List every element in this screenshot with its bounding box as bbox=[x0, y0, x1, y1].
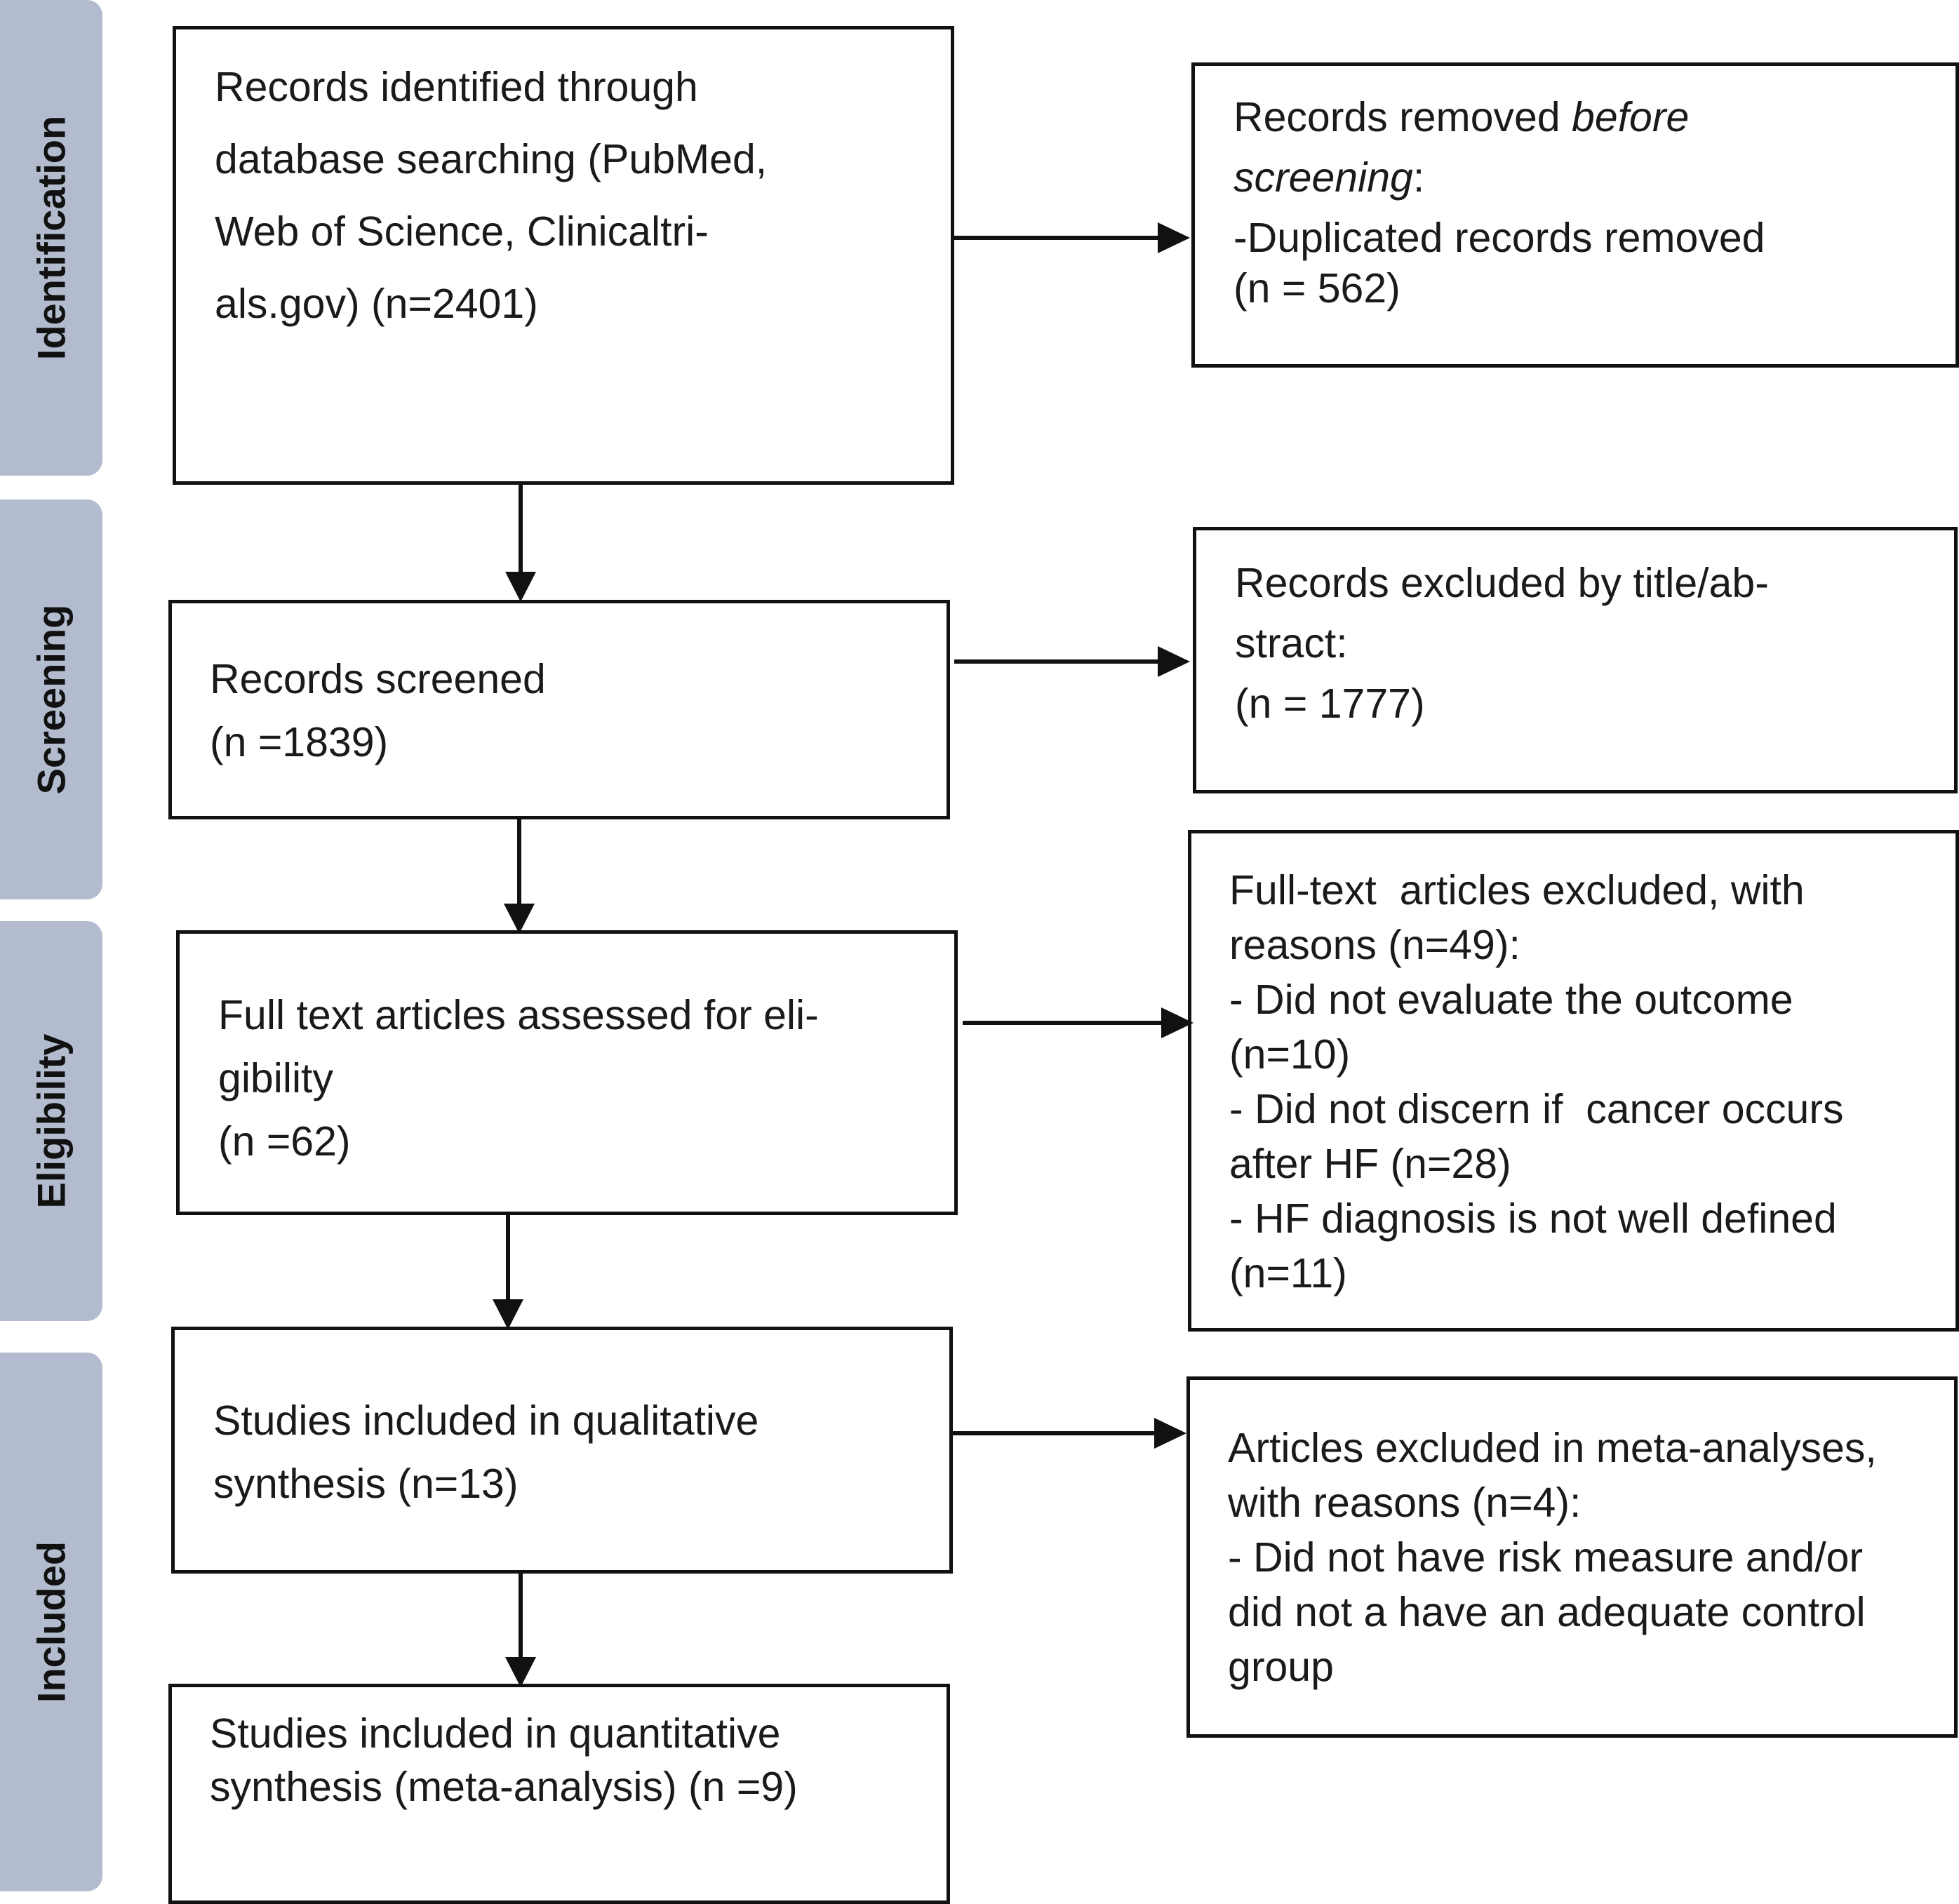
fulltext-excluded-text: Full-text articles excluded, with reason… bbox=[1229, 863, 1844, 1301]
records-removed-italic-before: before bbox=[1572, 94, 1690, 140]
meta-excluded-line: group bbox=[1228, 1644, 1334, 1690]
meta-excluded-line: - Did not have risk measure and/or bbox=[1228, 1534, 1864, 1581]
records-removed-colon: : bbox=[1412, 154, 1425, 201]
quantitative-synthesis-line: Studies included in quantitative bbox=[210, 1710, 781, 1757]
fulltext-excluded-line: - Did not evaluate the outcome bbox=[1229, 977, 1793, 1023]
quantitative-synthesis-box bbox=[168, 1684, 950, 1904]
qualitative-synthesis-text: Studies included in qualitative synthesi… bbox=[213, 1389, 758, 1515]
meta-excluded-line: Articles excluded in meta-analyses, bbox=[1228, 1425, 1877, 1471]
records-excluded-title-text: Records excluded by title/ab- stract: (n… bbox=[1235, 553, 1769, 734]
records-removed-box bbox=[1191, 62, 1959, 368]
fulltext-excluded-line: Full-text articles excluded, with bbox=[1229, 867, 1805, 913]
records-removed-line-2: screening: bbox=[1233, 147, 1765, 208]
quantitative-synthesis-text: Studies included in quantitative synthes… bbox=[210, 1707, 798, 1814]
records-screened-line: (n =1839) bbox=[210, 719, 389, 765]
records-identified-line: database searching (PubMed, bbox=[215, 136, 768, 182]
records-removed-italic-screening: screening bbox=[1233, 154, 1413, 201]
fulltext-excluded-line: reasons (n=49): bbox=[1229, 922, 1520, 968]
fulltext-assessed-line: gibility bbox=[218, 1055, 333, 1101]
fulltext-assessed-line: (n =62) bbox=[218, 1118, 351, 1165]
records-removed-text: Records removed before screening: -Dupli… bbox=[1233, 87, 1765, 319]
records-screened-line: Records screened bbox=[210, 656, 546, 702]
fulltext-assessed-line: Full text articles assessed for eli- bbox=[218, 992, 819, 1038]
records-excluded-title-line: (n = 1777) bbox=[1235, 681, 1425, 727]
records-removed-prefix: Records removed bbox=[1233, 94, 1572, 140]
stage-eligibility: Eligibility bbox=[0, 921, 102, 1321]
arrowhead-right bbox=[1158, 646, 1190, 677]
records-removed-line-1: Records removed before bbox=[1233, 87, 1765, 147]
arrowhead-right bbox=[1158, 222, 1190, 253]
arrowhead-right bbox=[1161, 1007, 1194, 1038]
records-excluded-title-box bbox=[1193, 527, 1958, 793]
arrowhead-right bbox=[1154, 1418, 1186, 1449]
fulltext-assessed-text: Full text articles assessed for eli- gib… bbox=[218, 984, 819, 1173]
fulltext-excluded-line: - Did not discern if cancer occurs bbox=[1229, 1086, 1844, 1132]
meta-excluded-line: did not a have an adequate control bbox=[1228, 1589, 1866, 1635]
qualitative-synthesis-line: Studies included in qualitative bbox=[213, 1397, 759, 1444]
arrowhead-down bbox=[493, 1299, 523, 1329]
qualitative-synthesis-box bbox=[171, 1327, 953, 1574]
fulltext-excluded-line: - HF diagnosis is not well defined bbox=[1229, 1195, 1837, 1242]
fulltext-excluded-box bbox=[1188, 830, 1959, 1332]
arrowhead-down bbox=[505, 1657, 536, 1687]
records-identified-line: als.gov) (n=2401) bbox=[215, 281, 538, 327]
stage-included: Included bbox=[0, 1353, 102, 1891]
records-excluded-title-line: stract: bbox=[1235, 620, 1348, 666]
records-screened-text: Records screened (n =1839) bbox=[210, 648, 546, 774]
records-identified-text: Records identified through database sear… bbox=[215, 51, 767, 340]
fulltext-excluded-line: (n=10) bbox=[1229, 1031, 1351, 1078]
fulltext-excluded-line: after HF (n=28) bbox=[1229, 1141, 1511, 1187]
qualitative-synthesis-line: synthesis (n=13) bbox=[213, 1461, 519, 1507]
fulltext-assessed-box bbox=[176, 930, 958, 1215]
meta-excluded-text: Articles excluded in meta-analyses, with… bbox=[1228, 1421, 1877, 1694]
records-removed-line-3: -Duplicated records removed bbox=[1233, 215, 1765, 261]
arrowhead-down bbox=[505, 572, 536, 602]
meta-excluded-box bbox=[1186, 1376, 1958, 1738]
quantitative-synthesis-line: synthesis (meta-analysis) (n =9) bbox=[210, 1764, 798, 1810]
records-identified-line: Records identified through bbox=[215, 64, 698, 110]
stage-screening: Screening bbox=[0, 500, 102, 899]
records-removed-line-4: (n = 562) bbox=[1233, 265, 1400, 311]
records-identified-line: Web of Science, Clinicaltri- bbox=[215, 208, 709, 255]
records-identified-box bbox=[173, 26, 954, 485]
records-excluded-title-line: Records excluded by title/ab- bbox=[1235, 560, 1769, 606]
stage-identification: Identification bbox=[0, 0, 102, 476]
arrowhead-down bbox=[504, 904, 535, 934]
fulltext-excluded-line: (n=11) bbox=[1229, 1250, 1347, 1296]
meta-excluded-line: with reasons (n=4): bbox=[1228, 1480, 1582, 1526]
records-screened-box bbox=[168, 600, 950, 819]
